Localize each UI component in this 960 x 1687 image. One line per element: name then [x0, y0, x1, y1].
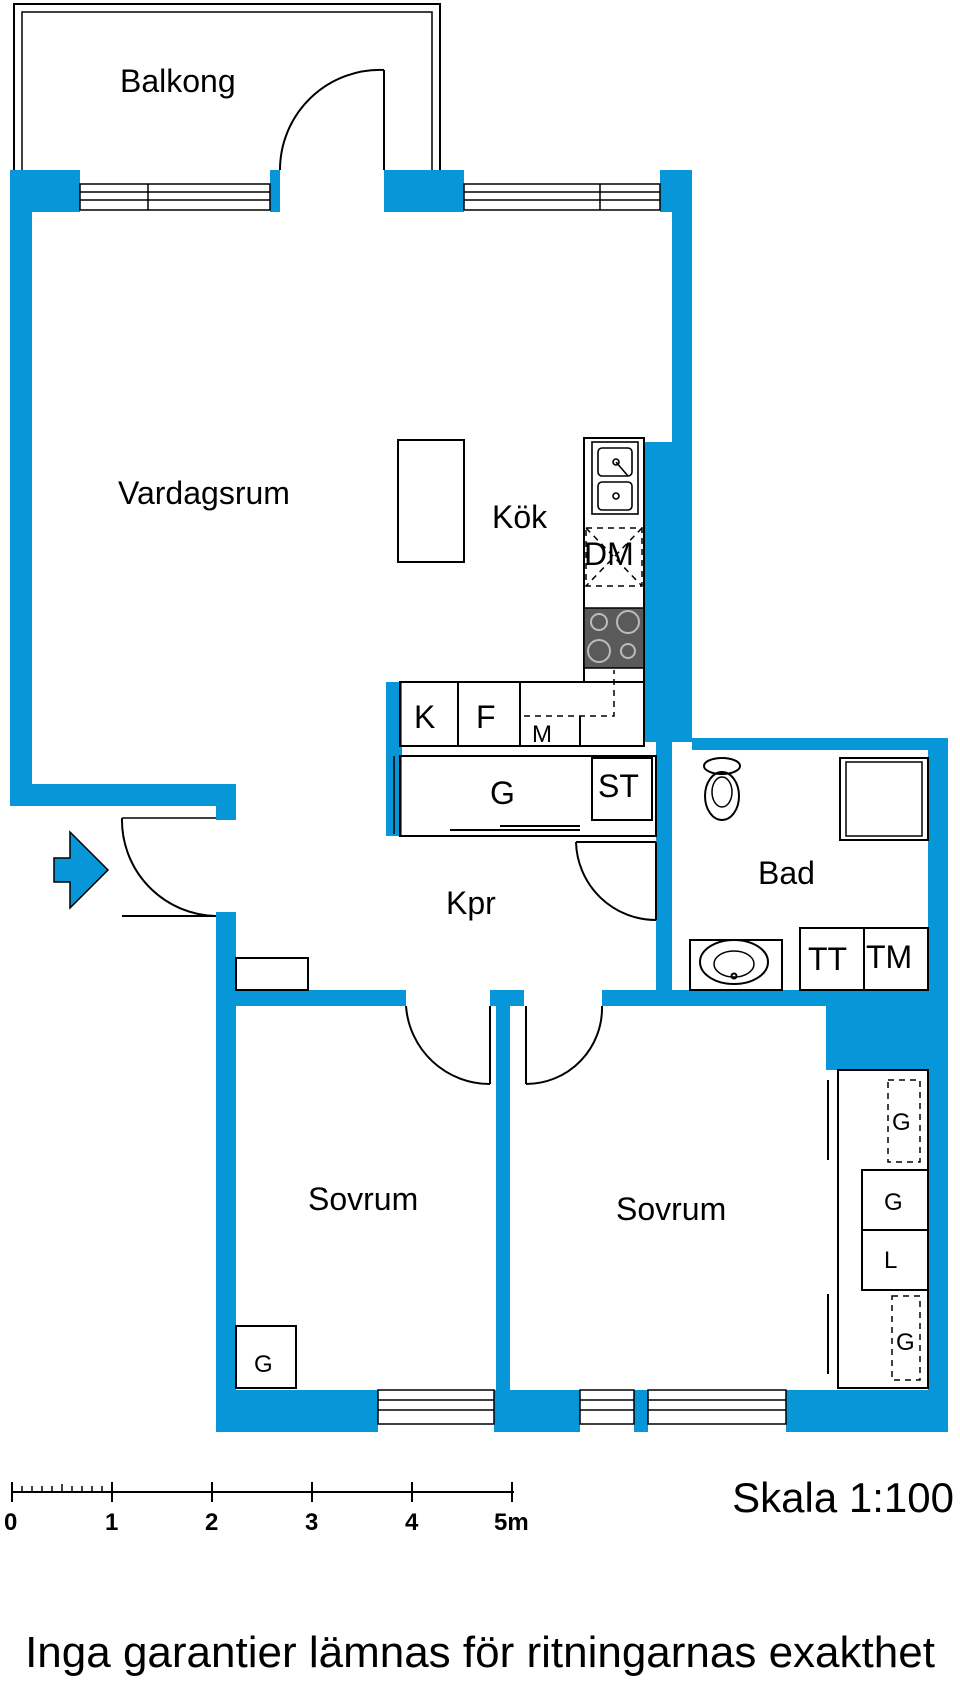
scale-tick-0: 0 — [4, 1509, 17, 1536]
bedroom-left-label: Sovrum — [308, 1181, 418, 1217]
washer-label: TM — [866, 939, 912, 975]
scale-tick-1: 1 — [105, 1509, 118, 1536]
scale-tick-2: 2 — [205, 1509, 218, 1536]
doors — [120, 68, 657, 1086]
wardrobe-right-2-label: G — [884, 1189, 903, 1216]
bath-label: Bad — [758, 855, 815, 891]
living-room-label: Vardagsrum — [118, 475, 290, 511]
scale-tick-3: 3 — [305, 1509, 318, 1536]
dishwasher-label: DM — [584, 536, 634, 572]
tumble-dryer-label: TT — [808, 941, 847, 977]
balcony — [13, 3, 441, 170]
disclaimer: Inga garantier lämnas för ritningarnas e… — [25, 1628, 935, 1677]
kitchen-sink-icon — [591, 441, 639, 515]
interior-lines — [235, 437, 929, 1389]
wardrobe-right-1-label: G — [892, 1109, 911, 1136]
hall-wardrobe-label: G — [490, 775, 515, 811]
wardrobe-left-label: G — [254, 1351, 273, 1378]
microwave-label: M — [532, 721, 552, 748]
hall-label: Kpr — [446, 885, 496, 921]
wardrobe-right-3-label: G — [896, 1329, 915, 1356]
kitchen-label: Kök — [492, 499, 548, 535]
entrance-arrow-icon — [53, 830, 110, 910]
exterior-walls — [10, 170, 948, 1432]
scale-bar — [11, 1482, 514, 1502]
scale-tick-4: 4 — [405, 1509, 419, 1536]
bedroom-right-label: Sovrum — [616, 1191, 726, 1227]
windows — [79, 183, 787, 1425]
fridge-label: K — [414, 699, 435, 735]
scale-title: Skala 1:100 — [732, 1474, 954, 1521]
dashed-outlines — [524, 527, 921, 1381]
freezer-label: F — [476, 699, 496, 735]
linen-label: L — [884, 1247, 897, 1274]
stove-icon — [583, 607, 645, 669]
balcony-label: Balkong — [120, 63, 236, 99]
storage-label: ST — [598, 768, 639, 804]
scale-tick-5: 5m — [494, 1509, 529, 1536]
